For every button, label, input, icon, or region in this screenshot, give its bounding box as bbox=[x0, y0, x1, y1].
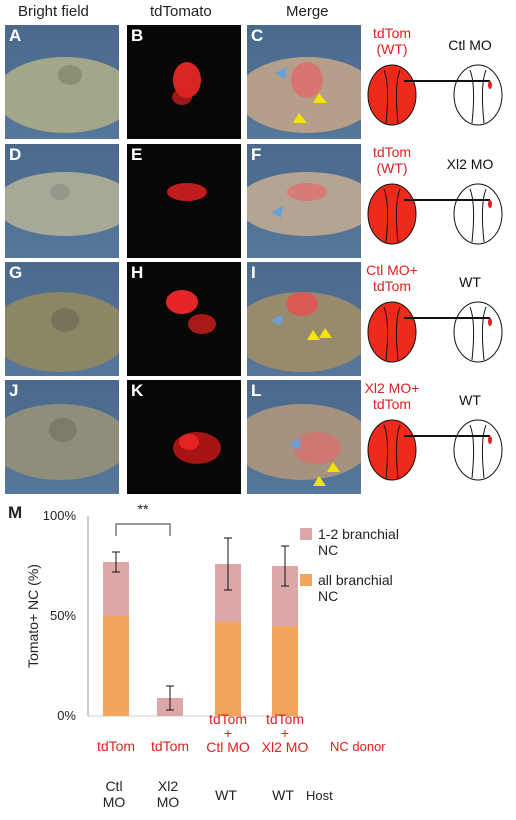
panel-bright-field-g: G bbox=[5, 262, 119, 376]
donor-label: tdTom bbox=[151, 738, 189, 754]
host-label: MO bbox=[157, 794, 180, 810]
graft-diagram bbox=[367, 419, 503, 481]
yellow-arrowhead-icon bbox=[327, 462, 340, 472]
legend-swatch bbox=[300, 528, 312, 540]
donor-label: tdTom(WT) bbox=[372, 25, 412, 57]
panel-label: A bbox=[9, 26, 22, 45]
blue-arrowhead-icon bbox=[289, 438, 301, 450]
host-label: WT bbox=[459, 274, 481, 290]
panel-bright-field-j: J bbox=[5, 380, 119, 494]
panel-bright-field-a: A bbox=[5, 25, 119, 139]
embryo-image bbox=[5, 404, 119, 480]
donor-label: tdTom(WT) bbox=[372, 144, 412, 176]
y-tick-label: 100% bbox=[43, 508, 77, 523]
blue-arrowhead-icon bbox=[271, 314, 283, 326]
merge-image bbox=[247, 172, 361, 236]
panel-label: C bbox=[251, 26, 264, 45]
panel-tdtomato-k: K bbox=[127, 380, 241, 494]
panel-label: J bbox=[9, 381, 19, 400]
host-label: Ctl MO bbox=[448, 37, 492, 53]
merge-image bbox=[247, 292, 361, 372]
tdtomato-signal bbox=[166, 290, 216, 334]
donor-label: tdTom bbox=[209, 711, 247, 727]
donor-axis-label: NC donor bbox=[330, 739, 386, 754]
host-axis-label: Host bbox=[306, 788, 333, 803]
tdtomato-signal bbox=[172, 62, 201, 105]
panel-label: I bbox=[251, 263, 256, 282]
column-header-tdtomato: tdTomato bbox=[150, 3, 212, 20]
host-label: WT bbox=[215, 787, 237, 803]
embryo-image bbox=[5, 172, 119, 236]
merge-image bbox=[247, 404, 361, 486]
host-label: Xl2 MO bbox=[446, 156, 494, 172]
graft-diagram bbox=[367, 301, 503, 363]
column-header-bright-field: Bright field bbox=[18, 3, 89, 20]
host-label: Xl2 bbox=[158, 778, 178, 794]
panel-label: K bbox=[131, 381, 144, 400]
merge-image bbox=[247, 57, 361, 133]
donor-label: Xl2 MO bbox=[262, 739, 309, 755]
graft-schematic-row-1: tdTom(WT) Ctl MO bbox=[362, 25, 512, 139]
y-tick-label: 0% bbox=[57, 708, 76, 723]
embryo-image bbox=[5, 57, 119, 133]
graft-diagram bbox=[367, 64, 503, 126]
significance-bracket bbox=[115, 523, 171, 536]
panel-tdtomato-h: H bbox=[127, 262, 241, 376]
bar-segment-all-branchial bbox=[272, 626, 298, 716]
y-tick-label: 50% bbox=[50, 608, 76, 623]
significance-label: ** bbox=[138, 501, 149, 517]
yellow-arrowhead-icon bbox=[307, 330, 320, 340]
panel-label: B bbox=[131, 26, 144, 45]
yellow-arrowhead-icon bbox=[313, 476, 326, 486]
panel-label: F bbox=[251, 145, 262, 164]
column-header-merge: Merge bbox=[286, 3, 329, 20]
host-label: WT bbox=[459, 392, 481, 408]
donor-label: + bbox=[224, 725, 232, 741]
legend-label: all branchial bbox=[318, 572, 393, 588]
donor-label: tdTom bbox=[97, 738, 135, 754]
blue-arrowhead-icon bbox=[271, 206, 283, 218]
donor-label: Ctl MO bbox=[206, 739, 250, 755]
panel-merge-c: C bbox=[247, 25, 361, 139]
legend-swatch bbox=[300, 574, 312, 586]
panel-merge-l: L bbox=[247, 380, 361, 494]
donor-label: Xl2 MO+tdTom bbox=[364, 380, 420, 412]
panel-tdtomato-e: E bbox=[127, 144, 241, 258]
panel-label: D bbox=[9, 145, 22, 164]
panel-label: L bbox=[251, 381, 262, 400]
yellow-arrowhead-icon bbox=[293, 113, 307, 123]
legend-label: NC bbox=[318, 542, 338, 558]
panel-merge-f: F bbox=[247, 144, 361, 258]
graft-schematic-row-2: tdTom(WT) Xl2 MO bbox=[362, 144, 512, 258]
panel-label: G bbox=[9, 263, 23, 282]
bar-segment-all-branchial bbox=[103, 616, 129, 716]
yellow-arrowhead-icon bbox=[319, 328, 332, 338]
bar-segment-all-branchial bbox=[215, 622, 241, 716]
legend-label: NC bbox=[318, 588, 338, 604]
legend-label: 1-2 branchial bbox=[318, 526, 399, 542]
yellow-arrowhead-icon bbox=[313, 93, 327, 103]
panel-merge-i: I bbox=[247, 262, 361, 376]
donor-label: tdTom bbox=[266, 711, 304, 727]
graft-schematic-row-3: Ctl MO+tdTom WT bbox=[362, 262, 512, 376]
panel-label: E bbox=[131, 145, 143, 164]
panel-bright-field-d: D bbox=[5, 144, 119, 258]
donor-label: Ctl MO+tdTom bbox=[366, 262, 418, 294]
embryo-image bbox=[5, 292, 119, 372]
panel-tdtomato-b: B bbox=[127, 25, 241, 139]
graft-diagram bbox=[367, 183, 503, 245]
tdtomato-signal bbox=[173, 432, 221, 464]
stacked-bar-chart: 0%50%100%Tomato+ NC (%)**1-2 branchialNC… bbox=[25, 501, 399, 810]
blue-arrowhead-icon bbox=[275, 67, 287, 79]
panel-label: H bbox=[131, 263, 144, 282]
host-label: MO bbox=[103, 794, 126, 810]
donor-label: + bbox=[281, 725, 289, 741]
y-axis-label: Tomato+ NC (%) bbox=[25, 564, 41, 668]
panel-label-m: M bbox=[8, 503, 23, 522]
host-label: Ctl bbox=[105, 778, 122, 794]
tdtomato-signal bbox=[167, 183, 207, 201]
host-label: WT bbox=[272, 787, 294, 803]
graft-schematic-row-4: Xl2 MO+tdTom WT bbox=[362, 380, 512, 494]
